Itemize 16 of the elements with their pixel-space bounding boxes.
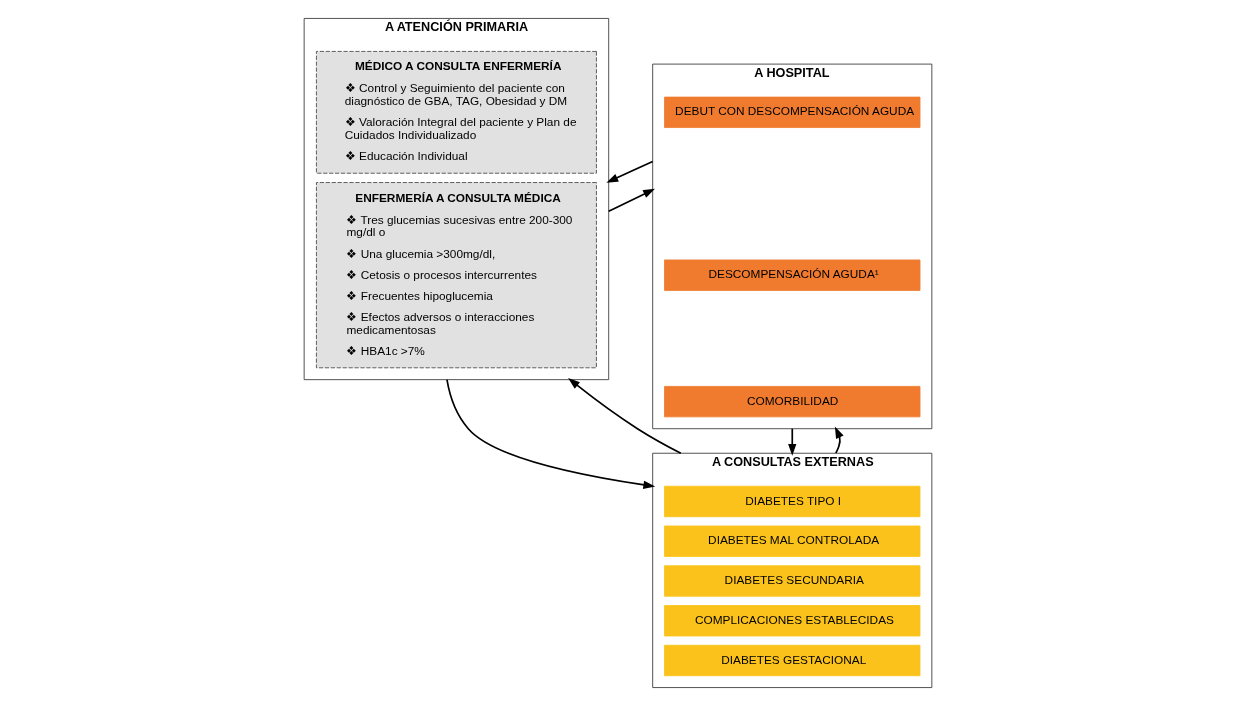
node-box: DESCOMPENSACIÓN AGUDA¹ bbox=[664, 259, 921, 291]
node-box: COMPLICACIONES ESTABLECIDAS bbox=[664, 605, 921, 637]
arrow bbox=[607, 188, 655, 213]
arrow bbox=[788, 427, 797, 456]
arrow bbox=[606, 160, 654, 183]
node-box: COMORBILIDAD bbox=[664, 386, 921, 418]
node-box: MÉDICO A CONSULTA ENFERMERÍA ❖ Control y Seguimiento del paciente con diagnóstico de GBA, TAG, Obesidad y DM ❖ Valoración Integral del paciente y Plan de Cuidados Individualizado ❖ Educación Individual bbox=[316, 51, 597, 174]
arrow bbox=[446, 378, 656, 489]
node-box: ENFERMERÍA A CONSULTA MÉDICA ❖ Tres glucemias sucesivas entre 200-300 mg/dl o ❖ Una glucemia >300mg/dl, ❖ Cetosis o procesos intercurrentes ❖ Frecuentes hipoglucemia ❖ Efectos adversos o interacciones medicamentosas ❖ HBA1c >7% bbox=[316, 182, 597, 369]
arrow bbox=[834, 426, 844, 455]
node-box: DIABETES TIPO I bbox=[664, 485, 921, 518]
node-box: DIABETES MAL CONTROLADA bbox=[664, 525, 921, 557]
node-box: DIABETES SECUNDARIA bbox=[664, 565, 921, 597]
node-box: DIABETES GESTACIONAL bbox=[664, 644, 921, 677]
node-box: DEBUT CON DESCOMPENSACIÓN AGUDA bbox=[664, 96, 921, 128]
arrow bbox=[568, 378, 682, 455]
